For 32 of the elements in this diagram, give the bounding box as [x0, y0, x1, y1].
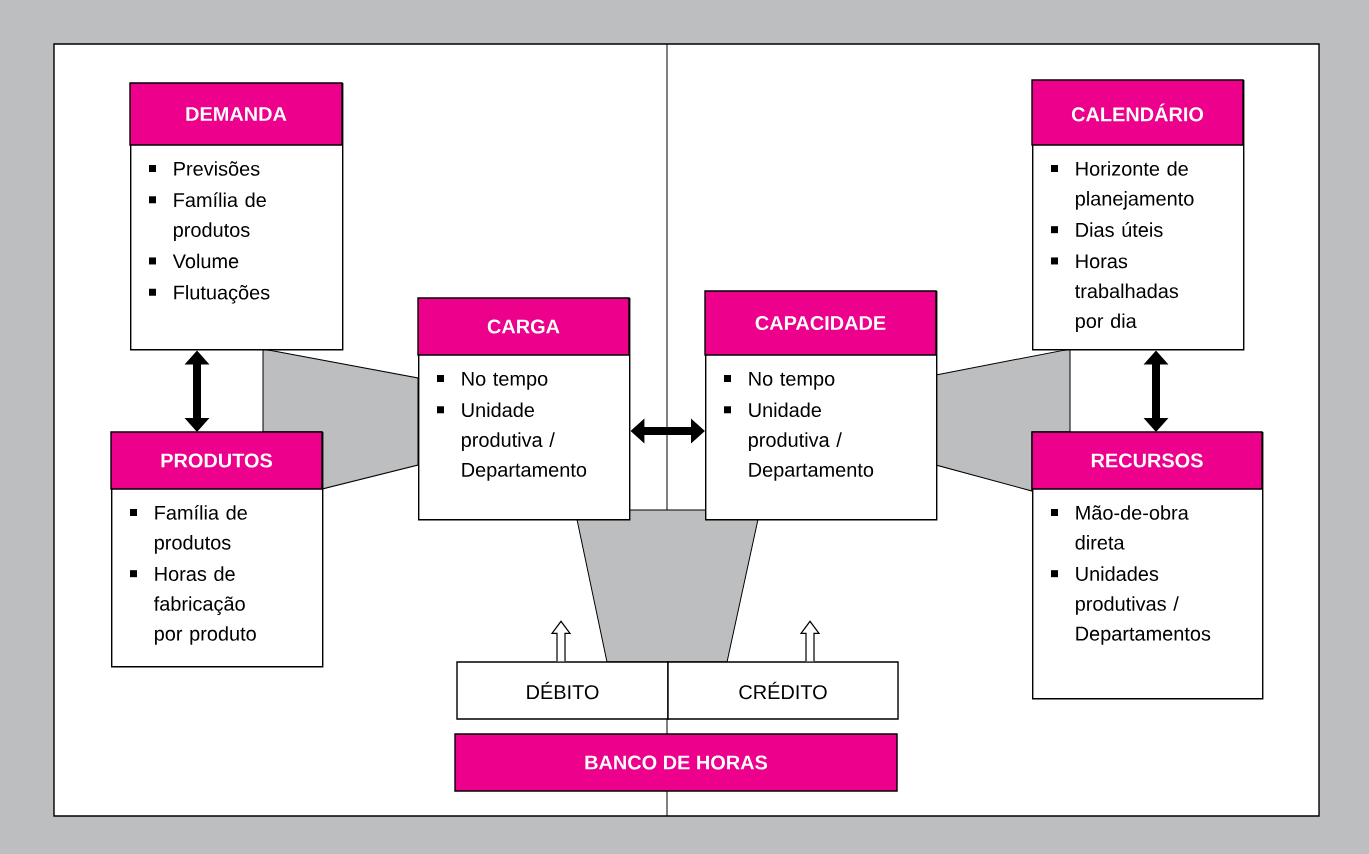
- list-item: No tempo: [437, 371, 548, 390]
- list-item: Horas trabalhadas por dia: [1051, 254, 1179, 332]
- list-item: Previsões: [149, 161, 260, 176]
- hollow-arrow: [550, 620, 572, 662]
- text-box: DÉBITO: [456, 661, 669, 720]
- list-item: Volume: [149, 253, 239, 269]
- list-item: Horizonte de planejamento: [1051, 161, 1194, 210]
- header-bar: CAPACIDADE: [704, 290, 937, 356]
- header-bar: CALENDÁRIO: [1031, 79, 1244, 146]
- list-item: Dias úteis: [1051, 222, 1163, 237]
- list-item: Família de produtos: [149, 192, 266, 241]
- header-bar: CARGA: [417, 297, 630, 356]
- header-bar: DEMANDA: [129, 82, 343, 146]
- list-item: No tempo: [724, 371, 835, 390]
- titled-box: [704, 290, 938, 521]
- text-box: CRÉDITO: [667, 661, 899, 720]
- list-item: Mão-de-obra direta: [1051, 505, 1189, 550]
- header-bar: RECURSOS: [1031, 431, 1263, 490]
- list-item: Unidades produtivas / Departamentos: [1051, 566, 1211, 645]
- titled-box: [129, 82, 344, 351]
- list-item: Unidade produtiva / Departamento: [437, 402, 587, 481]
- titled-box: [1031, 79, 1245, 351]
- banner-box: BANCO DE HORAS: [454, 733, 898, 792]
- list-item: Horas de fabricação por produto: [130, 566, 256, 645]
- hollow-arrow: [799, 620, 821, 662]
- list-item: Flutuações: [149, 284, 270, 304]
- titled-box: [417, 297, 631, 521]
- header-bar: PRODUTOS: [110, 431, 323, 490]
- list-item: Família de produtos: [130, 504, 247, 554]
- list-item: Unidade produtiva / Departamento: [724, 402, 874, 481]
- titled-box: [110, 431, 324, 668]
- titled-box: [1031, 431, 1264, 700]
